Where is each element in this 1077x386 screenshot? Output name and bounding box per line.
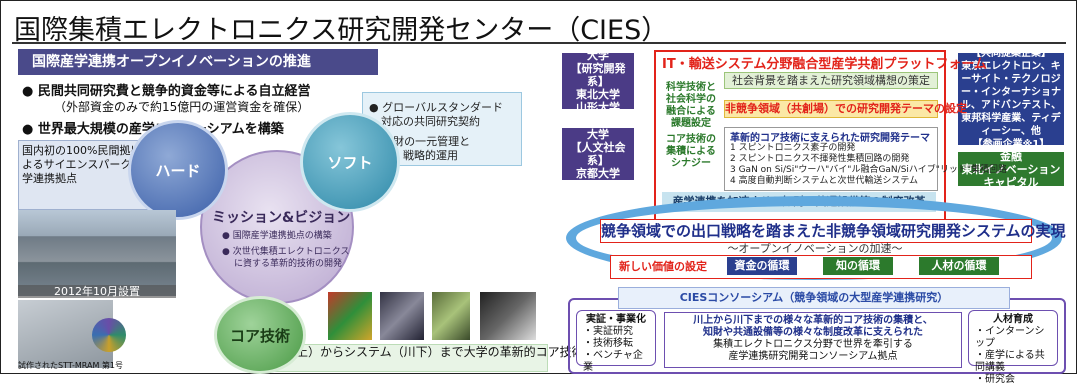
- value-label: 新しい価値の設定: [619, 260, 707, 273]
- mission-title: ミッション&ビジョン: [212, 210, 351, 226]
- research-concept-box: 社会背景を踏まえた研究領域構想の策定: [724, 72, 938, 89]
- title-divider: [12, 42, 1066, 44]
- hard-label: ハード: [155, 161, 201, 180]
- talent-item-3: ・研究会: [975, 374, 1015, 385]
- university-humanities: 大学 【人文社会系】 京都大学: [570, 128, 626, 180]
- theme-4: 4 高度自動判断システムと次世代輸送システム: [730, 176, 919, 186]
- core-text: 材料（川上）からシステム（川下）まで大学の革新的コア技術を統合: [248, 345, 620, 359]
- smartphone-image: [480, 292, 536, 340]
- core-circle: コア技術: [214, 296, 306, 374]
- software-note-2: 対応の共同研究契約: [381, 115, 480, 128]
- themes-box: [724, 127, 938, 191]
- demonstration-title: 実証・事業化: [586, 314, 646, 325]
- soft-circle: ソフト: [300, 112, 400, 212]
- companies-box: 【共同提案企業】 東京エレクトロン、キーサイト・テクノロジー・インターナショナル…: [958, 48, 1064, 150]
- consortium-line-1: 川上から川下までの様々な革新的コア技術の集積と、: [693, 315, 933, 326]
- talent-item-1: ・インターンシップ: [975, 326, 1045, 349]
- cies-banner: CIESコンソーシアム（競争領域の大型産学連携研究）: [618, 287, 1010, 309]
- consortium-line-4: 産学連携研究開発コンソーシアム拠点: [728, 351, 898, 362]
- mission-item-3: に資する革新的技術の開発: [234, 259, 343, 269]
- non-competitive-box: 非競争領域（共創場）での研究開発テーマの設定: [724, 100, 967, 118]
- demonstration-box: 実証・事業化 ・実証研究 ・技術移転 ・ベンチャ企業: [576, 310, 656, 373]
- companies: 【共同提案企業】 東京エレクトロン、キーサイト・テクノロジー・インターナショナル…: [960, 48, 1062, 150]
- finance-box: 金融 東北イノベーションキャピタル: [958, 149, 1064, 189]
- board-image: [432, 292, 470, 340]
- theme-1: 1 スピントロニクス素子の開発: [730, 143, 856, 153]
- value-cycle-box: 新しい価値の設定 資金の循環 知の循環 人材の循環: [610, 255, 1032, 279]
- software-note-1: ● グローバルスタンダード: [369, 101, 503, 114]
- lab-caption: 試作されたSTT-MRAM 第1号: [18, 361, 124, 370]
- device-chip-image: [380, 292, 424, 340]
- theme-3: 3 GaN on Si/Si"ウーハ"バイ"ル融合GaN/Siハイブ"リッド"集…: [730, 165, 1008, 175]
- university-science-box: 大学 【研究開発系】 東北大学 山形大学: [562, 49, 634, 114]
- building-photo: [18, 210, 176, 296]
- cycle-funds: 資金の循環: [727, 257, 797, 275]
- bullet-1-sub: （外部資金のみで約15億円の運営資金を確保）: [54, 100, 310, 114]
- exit-strategy-subtitle: ～オープンイノベーションの加速～: [727, 242, 903, 255]
- talent-item-2: ・産学による共同講義: [975, 350, 1045, 373]
- theme-2: 2 スピントロニクス不揮発性集積回路の開発: [730, 154, 910, 164]
- consortium-description-box: 川上から川下までの様々な革新的コア技術の集積と、 知財や共通設備等の様々な制度改…: [664, 312, 962, 368]
- software-note-4: 戦略的運用: [403, 149, 458, 162]
- mission-item-2: ● 次世代集積エレクトロニクス: [222, 247, 350, 257]
- demonstration-item-1: ・実証研究: [583, 326, 633, 337]
- synergy-label: コア技術の集積によるシナジー: [666, 134, 716, 169]
- science-label: 科学技術と社会科学の融合による課題設定: [666, 82, 716, 129]
- material-chip-image: [328, 292, 372, 340]
- bullet-1: ● 民間共同研究費と競争的資金等による自立経営: [22, 84, 311, 99]
- demonstration-item-3: ・ベンチャ企業: [583, 350, 643, 373]
- soft-label: ソフト: [327, 153, 373, 172]
- page-title: 国際集積エレクトロニクス研究開発センター（CIES）: [14, 15, 669, 46]
- themes-title: 革新的コア技術に支えられた研究開発テーマ: [730, 133, 930, 144]
- hard-circle: ハード: [128, 120, 228, 220]
- wafer-image: [92, 318, 126, 352]
- left-banner: 国際産学連携オープンイノベーションの推進: [18, 49, 378, 75]
- core-label: コア技術: [229, 326, 290, 345]
- hardware-note: 国内初の100%民間拠出によるサイエンスパーク型産学連携拠点: [22, 144, 154, 185]
- building-caption: 2012年10月設置: [18, 285, 176, 298]
- university-humanities-box: 大学 【人文社会系】 京都大学: [562, 128, 634, 180]
- cycle-knowledge: 知の循環: [823, 257, 893, 275]
- university-science: 大学 【研究開発系】 東北大学 山形大学: [570, 48, 626, 114]
- platform-title: IT・輸送システム分野融合型産学共創プラットフォーム: [662, 57, 987, 72]
- exit-strategy-title: 競争領域での出口戦略を踏まえた非競争領域研究開発システムの実現: [600, 219, 1066, 243]
- mission-item-1: ● 国際産学連携拠点の構築: [222, 231, 332, 241]
- consortium-line-2: 知財や共通設備等の様々な制度改革に支えられた: [703, 327, 923, 338]
- cycle-talent: 人材の循環: [919, 257, 999, 275]
- finance: 金融 東北イノベーションキャピタル: [961, 149, 1061, 189]
- demonstration-item-2: ・技術移転: [583, 338, 633, 349]
- talent-title: 人材育成: [993, 314, 1033, 325]
- talent-box: 人材育成 ・インターンシップ ・産学による共同講義 ・研究会: [968, 310, 1058, 385]
- consortium-line-3: 集積エレクトロニクス分野で世界を牽引する: [713, 339, 913, 350]
